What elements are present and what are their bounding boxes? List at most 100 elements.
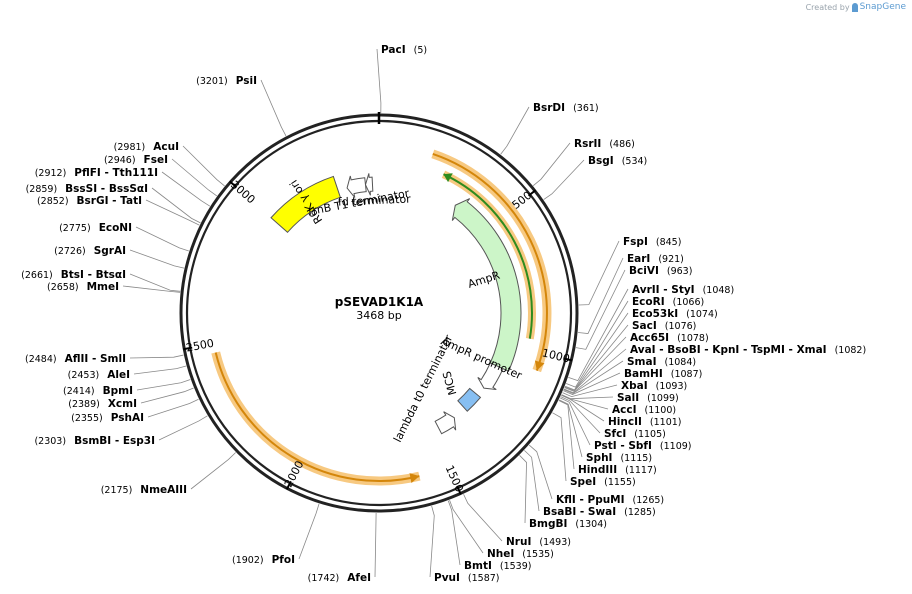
site-name: BciVI (629, 265, 659, 277)
restriction-site-label[interactable]: SphI(1115) (586, 452, 652, 464)
restriction-site-label[interactable]: PacI(5) (381, 44, 427, 56)
site-position: (1304) (575, 519, 607, 530)
restriction-site-label[interactable]: (2661) BtsI - BtsαI (21, 269, 126, 281)
restriction-site-label[interactable]: BmtI(1539) (464, 560, 531, 572)
restriction-site-label[interactable]: (2389)XcmI (68, 398, 137, 410)
site-leader-line (376, 48, 382, 114)
site-position: (1105) (634, 429, 666, 440)
site-name: AvrII - StyI (632, 284, 695, 296)
restriction-site-label[interactable]: BsrDI (361) (533, 102, 599, 114)
site-leader-line (151, 187, 201, 224)
restriction-site-label[interactable]: SmaI(1084) (627, 356, 696, 368)
restriction-site-label[interactable]: AccI(1100) (612, 404, 676, 416)
restriction-site-label[interactable]: SfcI(1105) (604, 428, 666, 440)
restriction-site-label[interactable]: (1742)AfeI (308, 572, 371, 584)
restriction-site-label[interactable]: SacI(1076) (632, 320, 696, 332)
site-name: AvaI - BsoBI - KpnI - TspMI - XmaI (630, 344, 827, 356)
site-name: BtsI - BtsαI (61, 269, 126, 281)
restriction-site-label[interactable]: (2859)BssSI - BssSαI (26, 183, 148, 195)
restriction-site-label[interactable]: AvrII - StyI(1048) (632, 284, 734, 296)
site-name: SpeI (570, 476, 596, 488)
restriction-site-label[interactable]: Acc65I(1078) (630, 332, 709, 344)
site-leader-line (562, 384, 618, 398)
site-name: SmaI (627, 356, 657, 368)
site-leader-line (182, 145, 225, 187)
restriction-site-label[interactable]: EcoRI(1066) (632, 296, 704, 308)
site-name: FspI (623, 236, 648, 248)
restriction-site-label[interactable]: (2726)SgrAI (54, 245, 126, 257)
site-position: (1076) (665, 321, 697, 332)
site-leader-line (560, 396, 601, 434)
site-leader-line (500, 106, 530, 155)
site-position: (2658) (47, 282, 79, 293)
site-position: (1587) (468, 573, 500, 584)
restriction-site-label[interactable]: XbaI(1093) (621, 380, 687, 392)
restriction-site-label[interactable]: SpeI(1155) (570, 476, 636, 488)
restriction-site-label[interactable]: BsaBI - SwaI(1285) (543, 506, 656, 518)
site-position: (2981) (114, 142, 146, 153)
site-name: BmgBI (529, 518, 567, 530)
site-name: BsrDI (533, 102, 565, 114)
restriction-site-label[interactable]: BsgI(534) (588, 155, 647, 167)
site-name: NruI (506, 536, 531, 548)
site-leader-line (578, 240, 620, 306)
restriction-site-label[interactable]: (2414)BpmI (63, 385, 133, 397)
restriction-site-label[interactable]: (2775)EcoNI (59, 222, 132, 234)
feature-rrnb-t1 (346, 175, 367, 198)
restriction-site-label[interactable]: KflI - PpuMI(1265) (556, 494, 664, 506)
site-name: Eco53kI (632, 308, 678, 320)
restriction-site-label[interactable]: BmgBI (1304) (529, 518, 607, 530)
watermark-prefix: Created by (805, 2, 850, 12)
feature-mcs (457, 387, 482, 412)
site-position: (2859) (26, 184, 58, 195)
restriction-site-label[interactable]: (2912)PflFI - Tth111I (35, 167, 158, 179)
site-leader-line (260, 79, 287, 137)
restriction-site-label[interactable]: SalI(1099) (617, 392, 679, 404)
site-name: PshAI (111, 412, 144, 424)
restriction-site-label[interactable]: RsrII(486) (574, 138, 635, 150)
restriction-site-label[interactable]: (2658)MmeI (47, 281, 119, 293)
restriction-site-label[interactable]: (1902)PfoI (232, 554, 295, 566)
restriction-site-label[interactable]: (2852)BsrGI - TatI (37, 195, 142, 207)
restriction-site-label[interactable]: EarI(921) (627, 253, 684, 265)
restriction-site-label[interactable]: (2355)PshAI (71, 412, 144, 424)
site-position: (1902) (232, 555, 264, 566)
restriction-site-label[interactable]: HindIII(1117) (578, 464, 657, 476)
restriction-site-label[interactable]: (2303)BsmBI - Esp3I (34, 435, 155, 447)
restriction-site-label[interactable]: (3201)PsiI (196, 75, 257, 87)
restriction-site-label[interactable]: HincII(1101) (608, 416, 682, 428)
site-position: (361) (573, 103, 599, 114)
restriction-site-label[interactable]: Eco53kI(1074) (632, 308, 718, 320)
site-position: (2453) (68, 370, 100, 381)
restriction-site-label[interactable]: (2175)NmeAIII (101, 484, 187, 496)
restriction-site-label[interactable]: BciVI(963) (629, 265, 692, 277)
restriction-site-label[interactable]: PstI - SbfI(1109) (594, 440, 692, 452)
site-position: (1742) (308, 573, 340, 584)
restriction-site-label[interactable]: (2981) AcuI (114, 141, 179, 153)
scale-tick (285, 480, 292, 490)
restriction-site-label[interactable]: FspI(845) (623, 236, 681, 248)
site-name: AcuI (153, 141, 179, 153)
site-position: (2661) (21, 270, 53, 281)
site-position: (1100) (644, 405, 676, 416)
site-name: EcoRI (632, 296, 665, 308)
restriction-site-label[interactable]: (2484)AflII - SmlI (25, 353, 126, 365)
restriction-site-label[interactable]: PvuI(1587) (434, 572, 500, 584)
site-name: SphI (586, 452, 612, 464)
site-leader-line (449, 500, 484, 554)
site-leader-line (158, 415, 208, 441)
restriction-site-label[interactable]: NruI(1493) (506, 536, 571, 548)
site-leader-line (543, 159, 585, 200)
restriction-site-label[interactable]: (2946)FseI (104, 154, 168, 166)
restriction-site-label[interactable]: BamHI(1087) (624, 368, 702, 380)
highlight-layer (211, 149, 552, 486)
feature-ampr-promoter (477, 362, 504, 390)
scale-tick (456, 485, 462, 495)
site-name: EarI (627, 253, 650, 265)
feature-label-mcs: MCS (440, 370, 459, 397)
site-leader-line (190, 452, 236, 490)
green-region-arrowhead (443, 173, 453, 183)
restriction-site-label[interactable]: (2453)AleI (68, 369, 130, 381)
restriction-site-label[interactable]: NheI(1535) (487, 548, 554, 560)
restriction-site-label[interactable]: AvaI - BsoBI - KpnI - TspMI - XmaI(1082) (630, 344, 866, 356)
